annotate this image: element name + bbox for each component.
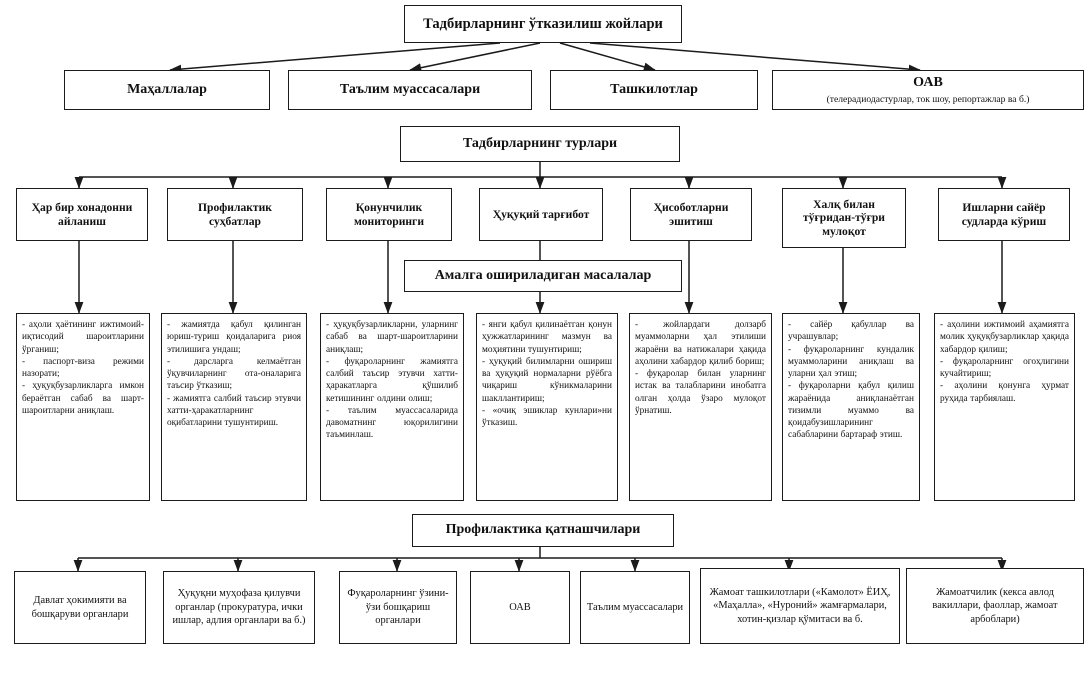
types-header-label: Тадбирларнинг турлари bbox=[462, 135, 618, 151]
type-label: Қонунчилик мониторинги bbox=[354, 201, 424, 228]
venue-note: (телерадиодастурлар, ток шоу, репортажла… bbox=[826, 93, 1030, 105]
task-text: - ҳуқуқбузарликларни, уларнинг сабаб ва … bbox=[326, 320, 458, 441]
participants-header-box: Профилактика қатнашчилари bbox=[412, 514, 674, 547]
venue-box-mahallalar: Маҳаллалар bbox=[64, 70, 270, 110]
type-label: Ҳар бир хонадонни айланиш bbox=[31, 201, 133, 228]
type-label: Профилактик суҳбатлар bbox=[197, 201, 272, 228]
type-box-3: Қонунчилик мониторинги bbox=[326, 188, 452, 241]
venue-label: Ташкилотлар bbox=[610, 81, 698, 97]
venue-box-media: ОАВ (телерадиодастурлар, ток шоу, репорт… bbox=[772, 70, 1084, 110]
task-box-7: - аҳолини ижтимоий аҳамиятга молик ҳуқуқ… bbox=[934, 313, 1075, 501]
participant-label: Фуқароларнинг ўзини-ўзи бошқариш органла… bbox=[347, 588, 449, 627]
task-box-5: - жойлардаги долзарб муаммоларни ҳал эти… bbox=[629, 313, 772, 501]
task-box-3: - ҳуқуқбузарликларни, уларнинг сабаб ва … bbox=[320, 313, 464, 501]
type-box-7: Ишларни сайёр судларда кўриш bbox=[938, 188, 1070, 241]
participant-label: Жамоат ташкилотлари («Камолот» ЁИҲ, «Маҳ… bbox=[709, 586, 891, 625]
task-box-4: - янги қабул қилинаётган қонун ҳужжатлар… bbox=[476, 313, 618, 501]
venue-label: Таълим муассасалари bbox=[339, 81, 481, 97]
participant-box-4: ОАВ bbox=[470, 571, 570, 644]
type-box-2: Профилактик суҳбатлар bbox=[167, 188, 303, 241]
task-box-6: - сайёр қабуллар ва учрашувлар;- фуқарол… bbox=[782, 313, 920, 501]
participant-box-1: Давлат ҳокимияти ва бошқаруви органлари bbox=[14, 571, 146, 644]
participant-label: Таълим муассасалари bbox=[586, 601, 684, 613]
type-label: Ишларни сайёр судларда кўриш bbox=[961, 201, 1047, 228]
participant-box-6: Жамоат ташкилотлари («Камолот» ЁИҲ, «Маҳ… bbox=[700, 568, 900, 644]
diagram-title-box: Тадбирларнинг ўтказилиш жойлари bbox=[404, 5, 682, 43]
types-header-box: Тадбирларнинг турлари bbox=[400, 126, 680, 162]
type-box-6: Халқ билан тўғридан-тўғри мулоқот bbox=[782, 188, 906, 248]
participant-label: Ҳуқуқни муҳофаза қилувчи органлар (проку… bbox=[172, 588, 306, 627]
task-text: - сайёр қабуллар ва учрашувлар;- фуқарол… bbox=[788, 320, 914, 441]
participant-label: ОАВ bbox=[509, 601, 531, 613]
type-box-5: Ҳисоботларни эшитиш bbox=[630, 188, 752, 241]
type-box-1: Ҳар бир хонадонни айланиш bbox=[16, 188, 148, 241]
participant-box-3: Фуқароларнинг ўзини-ўзи бошқариш органла… bbox=[339, 571, 457, 644]
type-label: Ҳисоботларни эшитиш bbox=[653, 201, 729, 228]
tasks-header-box: Амалга ошириладиган масалалар bbox=[404, 260, 682, 292]
tasks-header-label: Амалга ошириладиган масалалар bbox=[434, 267, 652, 283]
task-box-2: - жамиятда қабул қилинган юриш-туриш қои… bbox=[161, 313, 307, 501]
participant-box-7: Жамоатчилик (кекса авлод вакиллари, фаол… bbox=[906, 568, 1084, 644]
type-label: Халқ билан тўғридан-тўғри мулоқот bbox=[803, 197, 885, 238]
task-text: - аҳоли ҳаётининг ижтимоий-иқтисодий шар… bbox=[22, 320, 144, 416]
diagram-title: Тадбирларнинг ўтказилиш жойлари bbox=[423, 15, 663, 32]
venue-label: Маҳаллалар bbox=[127, 81, 207, 97]
participant-label: Давлат ҳокимияти ва бошқаруви органлари bbox=[31, 594, 129, 620]
participant-box-2: Ҳуқуқни муҳофаза қилувчи органлар (проку… bbox=[163, 571, 315, 644]
task-text: - жамиятда қабул қилинган юриш-туриш қои… bbox=[167, 320, 301, 429]
task-box-1: - аҳоли ҳаётининг ижтимоий-иқтисодий шар… bbox=[16, 313, 150, 501]
task-text: - янги қабул қилинаётган қонун ҳужжатлар… bbox=[482, 320, 612, 429]
venue-label: ОАВ bbox=[913, 75, 943, 91]
type-box-4: Ҳуқуқий тарғибот bbox=[479, 188, 603, 241]
participant-box-5: Таълим муассасалари bbox=[580, 571, 690, 644]
task-text: - жойлардаги долзарб муаммоларни ҳал эти… bbox=[635, 320, 766, 416]
participant-label: Жамоатчилик (кекса авлод вакиллари, фаол… bbox=[932, 586, 1058, 625]
venue-box-education: Таълим муассасалари bbox=[288, 70, 532, 110]
type-label: Ҳуқуқий тарғибот bbox=[492, 207, 590, 221]
venue-box-organizations: Ташкилотлар bbox=[550, 70, 758, 110]
participants-header-label: Профилактика қатнашчилари bbox=[445, 522, 641, 538]
task-text: - аҳолини ижтимоий аҳамиятга молик ҳуқуқ… bbox=[940, 320, 1069, 404]
